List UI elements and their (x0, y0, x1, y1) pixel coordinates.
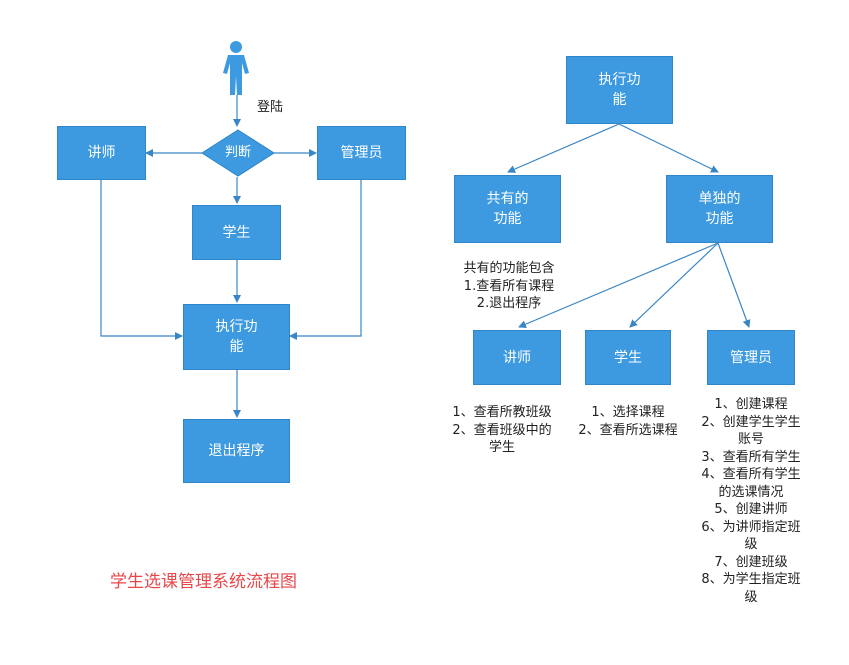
login-label: 登陆 (256, 100, 283, 115)
edge-exclusive-to-student (629, 242, 719, 328)
exclusive-functions-node: 单独的 功能 (666, 175, 773, 243)
decision-diamond (201, 129, 275, 177)
teacher-node: 讲师 (57, 126, 146, 180)
root-execute-node: 执行功 能 (566, 56, 673, 124)
edge-teacher-to-execute (100, 180, 183, 340)
admin-node: 管理员 (317, 126, 406, 180)
edge-exclusive-to-teacher (518, 242, 719, 328)
teacher-functions-list: 1、查看所教班级 2、查看班级中的 学生 (452, 405, 552, 455)
teacher-role-node: 讲师 (473, 330, 561, 385)
diagram-caption: 学生选课管理系统流程图 (110, 572, 297, 592)
edge-root-to-shared (507, 123, 620, 173)
edge-root-to-exclusive (618, 123, 719, 173)
admin-role-node: 管理员 (707, 330, 795, 385)
student-role-node: 学生 (585, 330, 671, 385)
execute-node: 执行功 能 (183, 304, 290, 370)
student-functions-list: 1、选择课程 2、查看所选课程 (578, 405, 678, 438)
exit-node: 退出程序 (183, 419, 290, 483)
admin-functions-list: 1、创建课程 2、创建学生学生 账号 3、查看所有学生 4、查看所有学生 的选课… (701, 397, 801, 605)
student-node: 学生 (192, 205, 281, 260)
shared-functions-node: 共有的 功能 (454, 175, 561, 243)
person-icon (223, 41, 249, 95)
edge-exclusive-to-admin (717, 242, 751, 328)
shared-functions-note: 共有的功能包含 1.查看所有课程 2.退出程序 (463, 261, 555, 311)
decision-label: 判断 (224, 145, 251, 160)
edge-admin-to-execute (289, 180, 362, 340)
